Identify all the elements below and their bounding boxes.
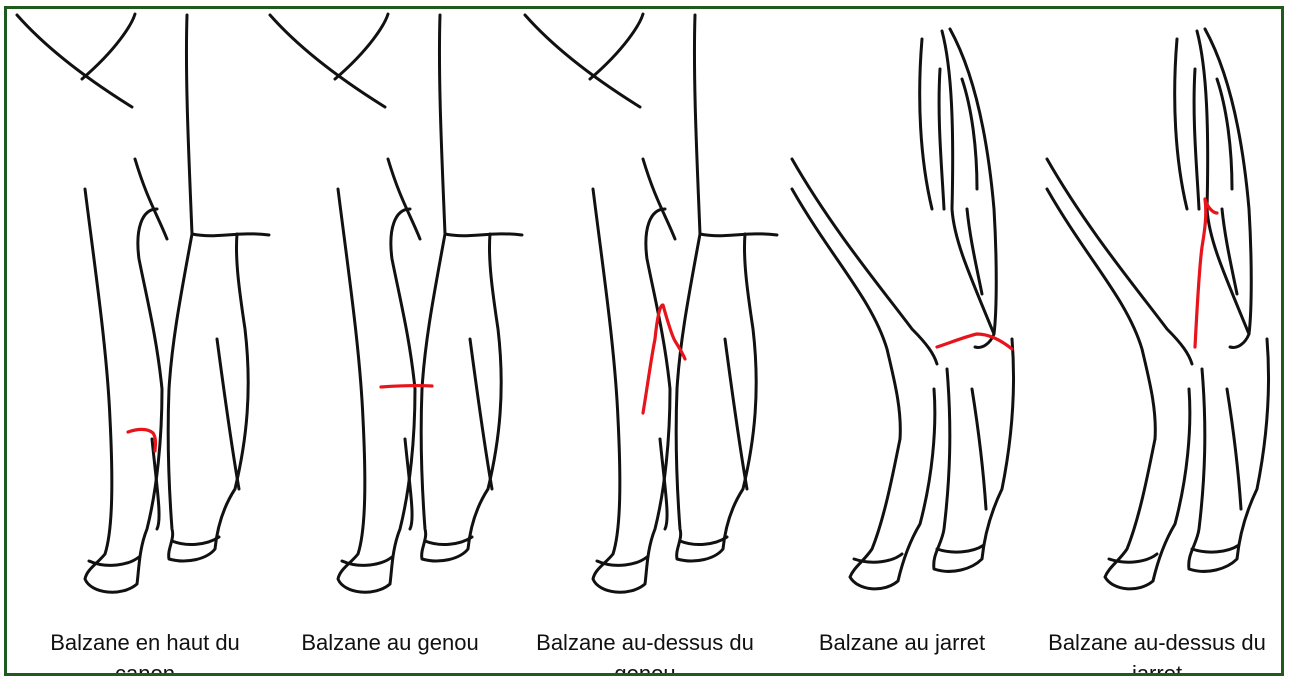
belly-outline — [270, 15, 385, 107]
hoof-far — [937, 545, 984, 552]
far-leg-outline — [168, 234, 248, 561]
thigh-outline — [792, 189, 900, 439]
thigh-outline — [1047, 159, 1192, 364]
far-leg-tendon — [1227, 389, 1241, 509]
front-leg-outline — [338, 189, 415, 592]
belly-outline — [17, 15, 132, 107]
hoof-far — [680, 537, 727, 544]
far-leg-tendon — [725, 339, 747, 489]
panel-hind-leg-above-hock — [1047, 29, 1269, 589]
thigh-outline — [792, 159, 937, 364]
elbow-line — [694, 15, 777, 236]
hoof-far — [172, 537, 219, 544]
elbow-line — [186, 15, 269, 236]
tail-outline — [1197, 31, 1249, 347]
far-leg-outline — [676, 234, 756, 561]
balzane-marking — [1195, 199, 1217, 347]
panel-hind-leg-hock — [792, 29, 1014, 589]
hoof-far — [425, 537, 472, 544]
diagram-frame: Balzane en haut du canon Balzane au geno… — [4, 6, 1284, 676]
caption-balzane-au-dessus-du-genou: Balzane au-dessus du genou — [520, 627, 770, 676]
far-leg-tendon — [972, 389, 986, 509]
gaskin-line — [1175, 39, 1187, 209]
belly-outline — [525, 15, 640, 107]
elbow-line — [439, 15, 522, 236]
gaskin-line — [920, 39, 932, 209]
caption-balzane-au-jarret: Balzane au jarret — [777, 627, 1027, 658]
tail-hair-line — [939, 69, 944, 209]
caption-balzane-au-genou: Balzane au genou — [265, 627, 515, 658]
horse-leg-drawings — [7, 9, 1284, 621]
tail-hair-line — [1222, 209, 1237, 294]
panel-front-leg-cannon — [17, 14, 269, 592]
chest-outline — [335, 14, 388, 79]
panel-front-leg-above-knee — [525, 14, 777, 592]
tail-outline — [942, 31, 994, 347]
tail-outline — [1205, 29, 1251, 334]
hoof-far — [1192, 545, 1239, 552]
hoof-near — [1109, 554, 1157, 562]
tail-hair-line — [967, 209, 982, 294]
front-leg-outline — [85, 189, 162, 592]
far-leg-outline — [421, 234, 501, 561]
chest-outline — [590, 14, 643, 79]
panel-front-leg-knee — [270, 14, 522, 592]
hoof-near — [854, 554, 902, 562]
balzane-marking — [381, 386, 432, 387]
chest-outline — [82, 14, 135, 79]
tail-outline — [950, 29, 996, 334]
far-leg-tendon — [217, 339, 239, 489]
far-leg-tendon — [470, 339, 492, 489]
caption-balzane-en-haut-du-canon: Balzane en haut du canon — [20, 627, 270, 676]
thigh-outline — [1047, 189, 1155, 439]
front-leg-outline — [593, 189, 670, 592]
far-hind-leg-outline — [1189, 339, 1269, 571]
tail-hair-line — [1194, 69, 1199, 209]
caption-balzane-au-dessus-du-jarret: Balzane au-dessus du jarret — [1032, 627, 1282, 676]
far-hind-leg-outline — [934, 339, 1014, 571]
